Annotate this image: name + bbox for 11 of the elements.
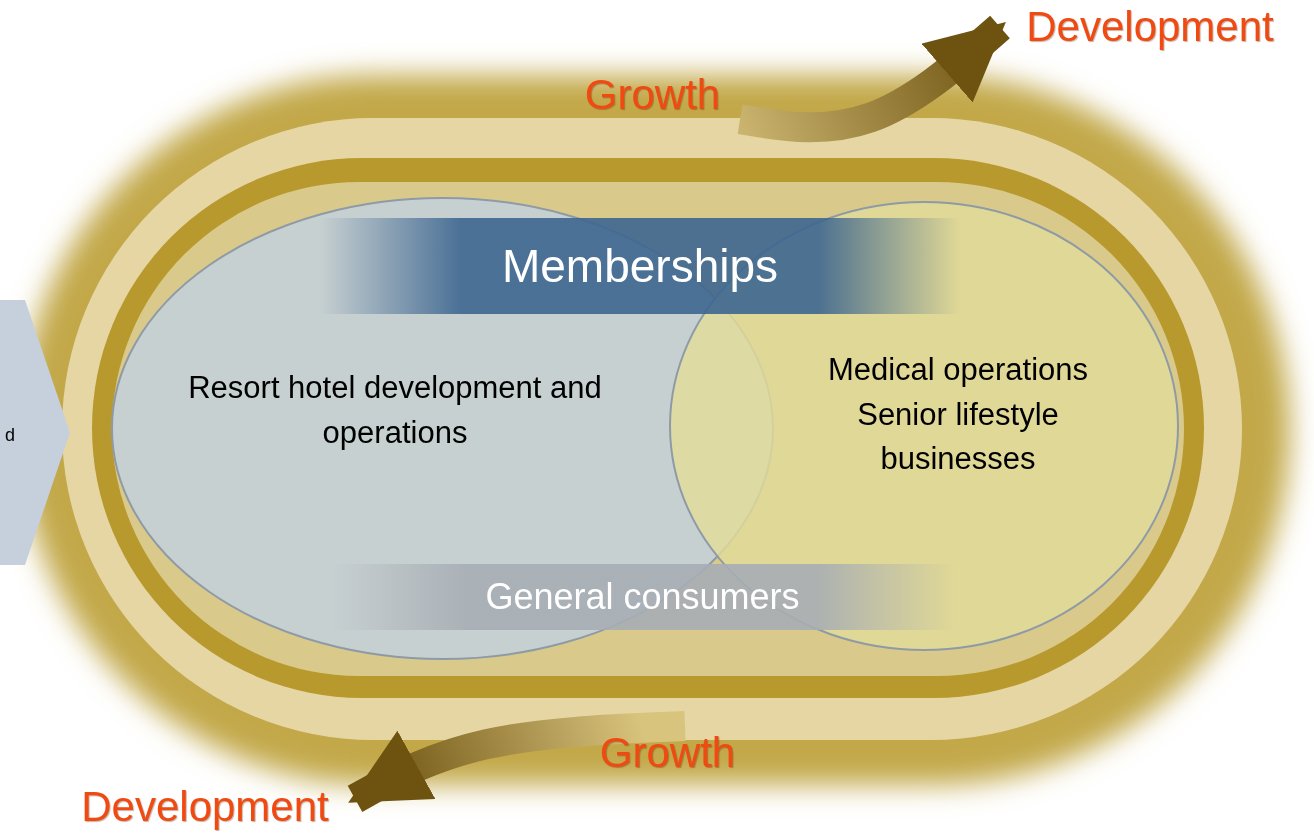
arrow-label: Growth	[599, 729, 736, 777]
node-text: d	[5, 423, 15, 447]
arrow-label: Development	[1026, 3, 1274, 51]
band-label: General consumers	[485, 577, 800, 617]
band-label: Memberships	[501, 240, 779, 292]
arrow-label: Development	[81, 783, 329, 831]
node-text: Medical operations	[827, 350, 1089, 389]
node-text: Resort hotel development and operations	[187, 369, 603, 452]
arrow-label: Growth	[584, 71, 721, 119]
growth-arrow	[737, 15, 1010, 143]
node-text: Senior lifestyle businesses	[856, 395, 1060, 479]
